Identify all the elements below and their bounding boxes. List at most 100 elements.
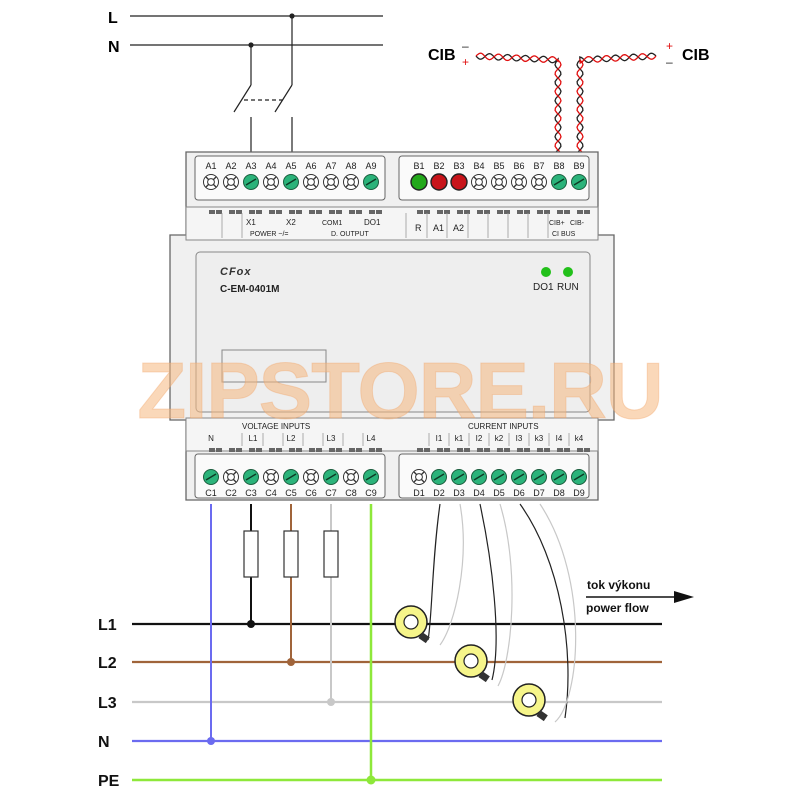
terminal-label-a5: A5 bbox=[285, 161, 296, 171]
voltage-mark-n: N bbox=[208, 434, 214, 443]
strip-tab bbox=[424, 448, 430, 452]
terminal-label-d5: D5 bbox=[493, 488, 505, 498]
bus-line-n: N bbox=[98, 734, 662, 751]
strip-tab bbox=[276, 210, 282, 214]
strip-tab bbox=[209, 210, 215, 214]
ct-l1 bbox=[394, 605, 430, 644]
terminal-a5: A5 bbox=[283, 161, 299, 190]
strip-tab bbox=[216, 448, 222, 452]
terminal-label-d1: D1 bbox=[413, 488, 425, 498]
cib-left-minus: – bbox=[462, 39, 469, 53]
terminal-label-a4: A4 bbox=[265, 161, 276, 171]
strip-tab bbox=[584, 448, 590, 452]
junction-l1 bbox=[247, 620, 255, 628]
terminal-d6: D6 bbox=[511, 469, 527, 498]
terminal-c7: C7 bbox=[323, 469, 339, 498]
strip-tab bbox=[484, 210, 490, 214]
strip-tab bbox=[269, 210, 275, 214]
terminal-label-c1: C1 bbox=[205, 488, 217, 498]
terminal-label-c5: C5 bbox=[285, 488, 297, 498]
junction-l2 bbox=[287, 658, 295, 666]
strip-tab bbox=[256, 210, 262, 214]
strip-tab bbox=[329, 448, 335, 452]
front-panel bbox=[195, 251, 591, 413]
strip-tab bbox=[464, 448, 470, 452]
terminal-label-d6: D6 bbox=[513, 488, 525, 498]
strip-tab bbox=[564, 210, 570, 214]
terminal-d4: D4 bbox=[471, 469, 487, 498]
terminal-a8: A8 bbox=[343, 161, 359, 190]
cib-right-label: CIB bbox=[682, 47, 710, 64]
mark-power: POWER ~/= bbox=[250, 231, 289, 238]
terminal-c8: C8 bbox=[343, 469, 359, 498]
strip-tab bbox=[209, 448, 215, 452]
cib-wire bbox=[475, 52, 562, 157]
terminal-label-d7: D7 bbox=[533, 488, 545, 498]
strip-tab bbox=[577, 448, 583, 452]
terminal-a3: A3 bbox=[243, 161, 259, 190]
mark-a2: A2 bbox=[453, 223, 464, 233]
terminal-b6: B6 bbox=[511, 161, 527, 190]
terminal-b4: B4 bbox=[471, 161, 487, 190]
terminal-label-b6: B6 bbox=[513, 161, 524, 171]
current-mark-i3: I3 bbox=[516, 434, 523, 443]
strip-tab bbox=[309, 210, 315, 214]
terminal-d8: D8 bbox=[551, 469, 567, 498]
strip-tab bbox=[584, 210, 590, 214]
strip-tab bbox=[457, 210, 463, 214]
terminal-a6: A6 bbox=[303, 161, 319, 190]
voltage-mark-l1: L1 bbox=[249, 434, 258, 443]
mark-x2: X2 bbox=[286, 218, 296, 227]
strip-tab bbox=[517, 210, 523, 214]
strip-tab bbox=[497, 210, 503, 214]
terminal-b2: B2 bbox=[430, 161, 448, 191]
fuse-l3 bbox=[323, 530, 339, 578]
terminal-label-b4: B4 bbox=[473, 161, 484, 171]
bus-label-l1: L1 bbox=[98, 617, 117, 634]
bus-line-l3: L3 bbox=[98, 695, 662, 712]
terminal-b5: B5 bbox=[491, 161, 507, 190]
cib-right-plus: + bbox=[666, 39, 673, 53]
strip-tab bbox=[349, 448, 355, 452]
current-inputs-title: CURRENT INPUTS bbox=[468, 422, 539, 431]
junction-n bbox=[207, 737, 215, 745]
strip-tab bbox=[336, 448, 342, 452]
terminal-b1: B1 bbox=[410, 161, 428, 191]
current-mark-k3: k3 bbox=[535, 434, 544, 443]
strip-tab bbox=[517, 448, 523, 452]
two-pole-breaker bbox=[233, 16, 293, 155]
strip-tab bbox=[229, 210, 235, 214]
led-do1-label: DO1 bbox=[533, 282, 554, 293]
terminal-label-c3: C3 bbox=[245, 488, 257, 498]
terminal-a1: A1 bbox=[203, 161, 219, 190]
strip-tab bbox=[336, 210, 342, 214]
voltage-inputs-title: VOLTAGE INPUTS bbox=[242, 422, 310, 431]
voltage-mark-l3: L3 bbox=[327, 434, 336, 443]
bus-label-l2: L2 bbox=[98, 655, 117, 672]
terminal-label-c4: C4 bbox=[265, 488, 277, 498]
strip-tab bbox=[477, 448, 483, 452]
strip-tab bbox=[369, 210, 375, 214]
strip-tab bbox=[289, 210, 295, 214]
terminal-label-c7: C7 bbox=[325, 488, 337, 498]
terminal-a7: A7 bbox=[323, 161, 339, 190]
current-mark-i4: I4 bbox=[556, 434, 563, 443]
terminal-label-c2: C2 bbox=[225, 488, 237, 498]
brand-logo: CFox bbox=[220, 266, 252, 278]
strip-tab bbox=[296, 210, 302, 214]
strip-tab bbox=[544, 210, 550, 214]
power-flow-arrowhead bbox=[674, 591, 694, 603]
bus-label-l3: L3 bbox=[98, 695, 117, 712]
strip-tab bbox=[249, 210, 255, 214]
bus-line-pe: PE bbox=[98, 773, 662, 790]
terminal-d2: D2 bbox=[431, 469, 447, 498]
terminal-label-b5: B5 bbox=[493, 161, 504, 171]
cib-left-label: CIB bbox=[428, 47, 456, 64]
strip-tab bbox=[424, 210, 430, 214]
terminal-label-a1: A1 bbox=[205, 161, 216, 171]
terminal-label-b3: B3 bbox=[453, 161, 464, 171]
strip-tab bbox=[477, 210, 483, 214]
terminal-a9: A9 bbox=[363, 161, 379, 190]
